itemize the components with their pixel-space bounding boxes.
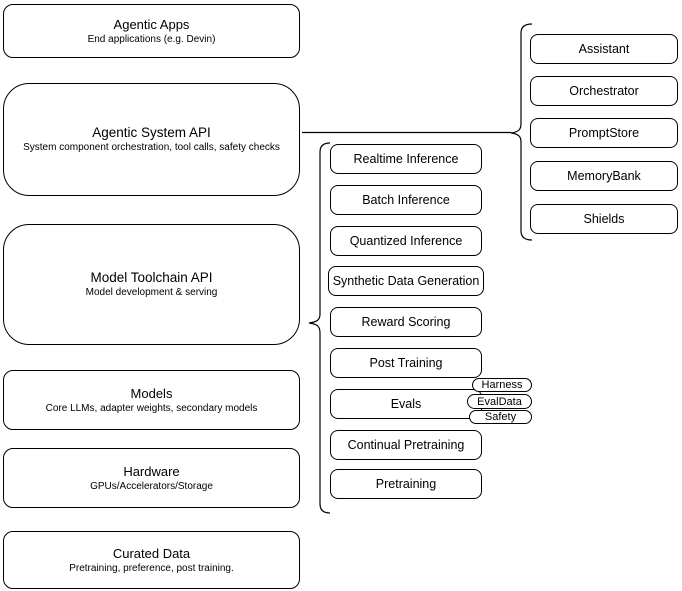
layer-title: Agentic Apps — [113, 16, 190, 32]
toolchain-group-brace — [308, 142, 331, 514]
pill-label: EvalData — [477, 395, 522, 408]
layer-title: Hardware — [123, 463, 180, 479]
service-label: Pretraining — [375, 477, 437, 491]
service-box-reward-scoring: Reward Scoring — [330, 307, 482, 337]
layer-title: Curated Data — [112, 545, 191, 561]
layer-subtitle: System component orchestration, tool cal… — [23, 142, 280, 153]
service-label: Reward Scoring — [361, 315, 451, 329]
service-box-evals: Evals — [330, 389, 482, 419]
service-label: Quantized Inference — [349, 234, 463, 248]
service-box-continual-pretraining: Continual Pretraining — [330, 430, 482, 460]
layer-box-agentic-apps: Agentic Apps End applications (e.g. Devi… — [3, 4, 300, 58]
system-components-brace — [510, 23, 533, 241]
layer-title: Model Toolchain API — [90, 270, 213, 285]
pill-label: Safety — [484, 411, 517, 423]
layer-subtitle: Model development & serving — [85, 287, 218, 298]
eval-pill-evaldata: EvalData — [467, 394, 532, 409]
service-box-pretraining: Pretraining — [330, 469, 482, 499]
service-label: Realtime Inference — [353, 152, 459, 166]
service-label: Evals — [390, 397, 422, 411]
layer-subtitle: Pretraining, preference, post training. — [69, 562, 234, 574]
service-box-quantized-inference: Quantized Inference — [330, 226, 482, 256]
service-box-realtime-inference: Realtime Inference — [330, 144, 482, 174]
eval-pill-harness: Harness — [472, 378, 532, 392]
layer-title: Agentic System API — [92, 125, 211, 140]
service-box-synthetic-data-generation: Synthetic Data Generation — [328, 266, 484, 296]
layer-subtitle: GPUs/Accelerators/Storage — [90, 480, 213, 492]
component-label: PromptStore — [568, 126, 640, 140]
layer-title: Models — [130, 385, 173, 401]
eval-pill-safety: Safety — [469, 410, 532, 424]
service-box-post-training: Post Training — [330, 348, 482, 378]
service-label: Batch Inference — [362, 193, 450, 207]
layer-subtitle: Core LLMs, adapter weights, secondary mo… — [45, 402, 258, 414]
component-box-orchestrator: Orchestrator — [530, 76, 678, 106]
layer-box-curated-data: Curated Data Pretraining, preference, po… — [3, 531, 300, 589]
service-box-batch-inference: Batch Inference — [330, 185, 482, 215]
layer-box-model-toolchain-api: Model Toolchain API Model development & … — [3, 224, 300, 345]
component-box-assistant: Assistant — [530, 34, 678, 64]
component-label: Orchestrator — [569, 84, 639, 98]
service-label: Post Training — [369, 356, 443, 370]
component-box-memorybank: MemoryBank — [530, 161, 678, 191]
layer-box-models: Models Core LLMs, adapter weights, secon… — [3, 370, 300, 430]
component-box-shields: Shields — [530, 204, 678, 234]
layer-subtitle: End applications (e.g. Devin) — [87, 33, 216, 45]
component-label: Assistant — [578, 42, 630, 56]
layer-box-agentic-system-api: Agentic System API System component orch… — [3, 83, 300, 196]
layer-box-hardware: Hardware GPUs/Accelerators/Storage — [3, 448, 300, 508]
component-label: MemoryBank — [567, 169, 641, 183]
component-box-promptstore: PromptStore — [530, 118, 678, 148]
component-label: Shields — [583, 212, 625, 226]
service-label: Synthetic Data Generation — [332, 274, 480, 288]
service-label: Continual Pretraining — [347, 438, 465, 452]
pill-label: Harness — [481, 379, 523, 391]
